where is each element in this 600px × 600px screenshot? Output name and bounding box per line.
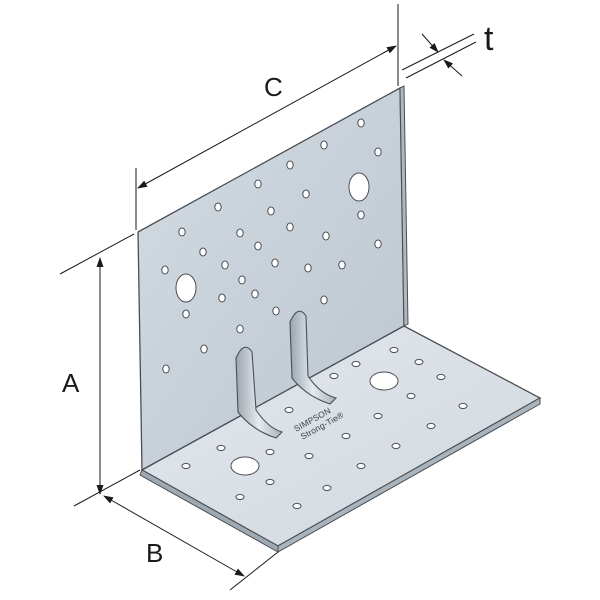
hole <box>320 140 328 150</box>
dimension-a-extension-bottom <box>73 469 141 507</box>
hole <box>357 210 365 220</box>
dimensions <box>59 4 477 591</box>
hole <box>254 241 262 251</box>
hole <box>221 260 229 270</box>
hole <box>374 147 382 157</box>
hole <box>426 422 436 430</box>
hole <box>265 478 275 486</box>
hole <box>265 448 275 456</box>
hole <box>373 412 383 420</box>
dimension-t-arrow-out <box>443 59 463 77</box>
hole <box>178 227 186 237</box>
hole <box>341 432 351 440</box>
hole <box>458 402 468 410</box>
hole <box>161 265 169 275</box>
large-hole <box>369 371 399 391</box>
hole <box>374 239 382 249</box>
hole <box>389 346 399 354</box>
hole <box>322 484 332 492</box>
dimension-a-extension-top <box>59 233 135 275</box>
dimension-t-extension-2 <box>405 41 477 79</box>
stiffening-ribs <box>235 310 338 439</box>
hole <box>181 462 191 470</box>
dimension-b-label: B <box>146 538 163 568</box>
hole <box>271 258 279 268</box>
hole <box>302 189 310 199</box>
hole <box>356 462 366 470</box>
hole <box>284 406 294 414</box>
plate-thickness-side <box>277 397 541 553</box>
hole <box>236 324 244 334</box>
hole <box>251 289 259 299</box>
hole <box>351 360 361 368</box>
dimension-b-extension <box>229 551 279 591</box>
large-hole <box>348 172 370 202</box>
hole <box>292 502 302 510</box>
dimension-t-label: t <box>484 20 494 58</box>
hole <box>162 364 170 374</box>
large-hole <box>230 456 260 476</box>
angle-bracket: SIMPSON Strong-Tie® <box>137 85 542 553</box>
hole <box>414 358 424 366</box>
hole <box>238 275 246 285</box>
hole <box>322 231 330 241</box>
hole <box>357 118 365 128</box>
rib-left <box>235 346 284 439</box>
dimension-a-label: A <box>62 368 80 398</box>
dimension-c-label: C <box>264 72 283 102</box>
rib-right <box>289 310 338 405</box>
hole <box>200 344 208 354</box>
hole <box>329 372 339 380</box>
hole <box>267 206 275 216</box>
hole <box>199 247 207 257</box>
large-hole <box>175 273 197 303</box>
hole <box>406 392 416 400</box>
dimension-b-arrow <box>103 495 245 577</box>
hole <box>254 179 262 189</box>
hole <box>235 493 245 501</box>
dimension-c-arrow <box>137 45 397 189</box>
hole <box>236 228 244 238</box>
hole <box>304 452 314 460</box>
hole <box>436 373 446 381</box>
hole <box>286 160 294 170</box>
hole <box>218 293 226 303</box>
horizontal-plate-holes <box>181 346 468 510</box>
hole <box>182 309 190 319</box>
hole <box>391 442 401 450</box>
dimension-t-arrow-in <box>421 33 439 53</box>
plate-thickness-edge <box>399 85 409 327</box>
hole <box>320 295 328 305</box>
hole <box>304 263 312 273</box>
hole <box>286 222 294 232</box>
hole <box>272 306 280 316</box>
hole <box>214 202 222 212</box>
hole <box>216 444 226 452</box>
hole <box>338 260 346 270</box>
